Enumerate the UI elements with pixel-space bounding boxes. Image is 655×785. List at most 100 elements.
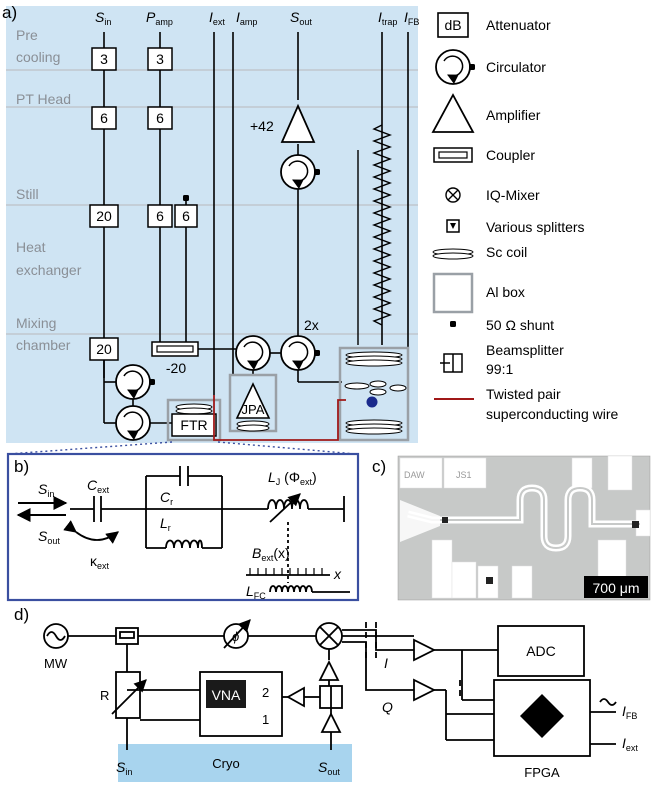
amplifier-icon [431,93,475,133]
legend-label: Various splitters [486,219,585,235]
chip-label: DAW [404,470,425,480]
legend-label: Sc coil [486,244,527,260]
b-b-ext: Bext(x) [252,545,290,563]
panel-a: a) Pre cooling PT Head Still Heat exchan… [2,3,419,455]
stage-label: cooling [16,49,60,65]
panel-label-b: b) [14,457,29,476]
attenuator-box: 3 [147,47,173,71]
attenuator-box: 6 [174,195,198,228]
adc-label: ADC [526,643,556,659]
svg-text:-20: -20 [166,360,186,376]
b-c-r: Cr [160,489,173,507]
fpga-diamond [520,694,564,738]
b-s-in: Sin [38,481,54,499]
fpga-label: FPGA [524,765,560,780]
vna-port-1: 1 [262,712,269,727]
twisted-pair-wire [213,395,346,441]
svg-text:FTR: FTR [180,417,207,433]
stage-label: Mixing [16,315,56,331]
d-s-out: Sout [318,759,340,777]
panel-d: d) [14,605,638,782]
d-s-in: Sin [116,759,132,777]
legend-label: Twisted pair [486,386,561,402]
d-i-fb: IFB [622,703,637,721]
circulators [115,154,316,441]
b-l-r: Lr [160,515,171,533]
d-i-label: I [384,655,388,671]
svg-text:3: 3 [156,51,164,67]
circulator-arrows [123,160,309,440]
sc-coil-icon [432,248,474,260]
stage-label: PT Head [16,91,71,107]
legend-label: Beamsplitter [486,342,564,358]
stage-label: Heat [16,239,46,255]
attenuator-icon: dB [444,17,461,33]
legend-label: Coupler [486,147,535,163]
legend-label: 99:1 [486,361,513,377]
attenuator-box: 20 [89,337,119,361]
cryo-label: Cryo [212,756,239,771]
vna-label: VNA [212,687,241,703]
svg-text:6: 6 [182,208,190,224]
b-c-ext: Cext [87,477,110,495]
svg-text:20: 20 [96,341,112,357]
stage-label: chamber [16,337,71,353]
legend-label: Al box [486,284,525,300]
vna-port-2: 2 [262,685,269,700]
d-q-label: Q [382,699,393,715]
r-label: R [100,688,109,703]
d-i-ext: Iext [622,735,638,753]
circulator-icon [435,49,471,85]
attenuator-box: 6 [147,204,173,228]
signal-i-amp: Iamp [236,9,257,27]
jpa-box: JPA [228,373,278,433]
svg-text:6: 6 [100,110,108,126]
signal-p-amp: Pamp [146,9,173,27]
coupler-icon [433,147,473,163]
trap-coil [338,124,410,442]
shunt-icon [450,321,456,327]
legend-label: IQ-Mixer [486,187,540,203]
phi-label: ϕ [232,629,239,644]
signal-i-trap: Itrap [378,9,397,27]
hemt-amplifier: +42 [250,103,316,143]
legend-label: superconducting wire [486,406,619,422]
attenuator-box: 6 [91,106,117,130]
panel-label-c: c) [372,457,386,476]
legend-label: Attenuator [486,17,551,33]
two-x-label: 2x [304,317,319,333]
attenuator-box: 6 [147,106,173,130]
mw-label: MW [44,656,68,671]
panel-label-a: a) [2,3,17,22]
signal-i-fb: IFB [404,9,419,27]
legend: dB Attenuator Circulator Amplifier Coupl… [431,12,619,422]
svg-text:6: 6 [156,110,164,126]
b-x: x [333,566,342,582]
b-kappa: κext [90,553,110,571]
chip-label: JS1 [456,470,472,480]
panel-b: b) Sin Sout [6,452,360,602]
al-box-icon [432,272,474,314]
svg-text:6: 6 [156,208,164,224]
signal-s-out: Sout [290,9,312,27]
attenuator-box: 3 [91,47,117,71]
fridge-background [6,6,418,443]
attenuator-box: 20 [89,204,119,228]
beamsplitter-icon [440,353,463,373]
stage-label: Pre [16,27,38,43]
signal-i-ext: Iext [209,9,225,27]
ftr-box: FTR [166,398,222,442]
legend-label: Circulator [486,59,546,75]
svg-text:3: 3 [100,51,108,67]
panel-c: c) DAW JS1 700 μm [372,455,651,601]
b-l-j: LJ (Φext) [268,469,317,487]
panel-label-d: d) [14,605,29,624]
splitter-icon [446,219,460,233]
iq-mixer-icon [445,187,461,203]
stage-label: Still [16,186,39,202]
scale-bar-label: 700 μm [593,580,640,596]
signal-s-in: Sin [95,9,111,27]
cryo-region [118,744,352,782]
svg-text:20: 20 [96,208,112,224]
